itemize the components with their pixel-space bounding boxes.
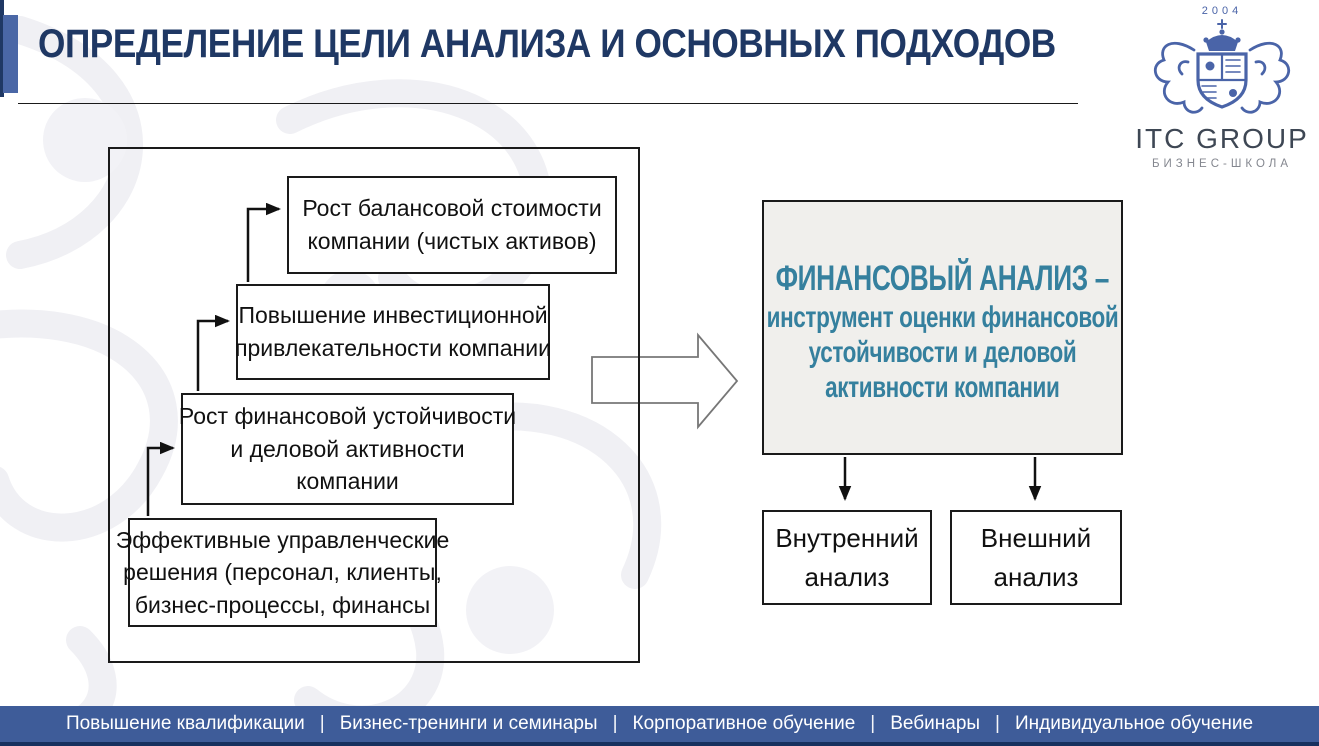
goal-box-investment-appeal: Повышение инвестиционной привлекательнос… xyxy=(235,284,551,380)
analysis-box-line: анализ xyxy=(993,561,1079,592)
definition-line: инструмент оценки финансовой xyxy=(766,301,1119,334)
goal-box-management-decisions: Эффективные управленческие решения (перс… xyxy=(116,518,449,627)
definition-line: устойчивости и деловой xyxy=(808,336,1077,370)
footer-separator: | xyxy=(612,713,618,734)
footer-item-individual: Индивидуальное обучение xyxy=(1014,713,1254,734)
analysis-box-line: анализ xyxy=(804,561,890,592)
left-edge-strip xyxy=(0,0,4,97)
goal-box-line: Повышение инвестиционной xyxy=(238,302,548,329)
analysis-box-line: Внутренний xyxy=(775,522,919,553)
goal-box-line: привлекательности компании xyxy=(235,335,551,361)
goal-box-line: Рост балансовой стоимости xyxy=(302,195,602,222)
slide-title: ОПРЕДЕЛЕНИЕ ЦЕЛИ АНАЛИЗА И ОСНОВНЫХ ПОДХ… xyxy=(38,22,1056,66)
title-underline xyxy=(18,103,1078,104)
footer-separator: | xyxy=(995,713,1000,734)
goal-box-line: Эффективные управленческие xyxy=(115,526,450,553)
footer-bottom-strip xyxy=(0,742,1319,746)
itc-logo: 2004 xyxy=(1128,2,1316,170)
analysis-box-line: Внешний xyxy=(980,522,1092,553)
footer-item-corporate: Корпоративное обучение xyxy=(632,713,856,734)
goal-box-line: и деловой активности xyxy=(230,435,465,462)
footer-separator: | xyxy=(870,713,876,734)
goal-box-line: бизнес-процессы, финансы xyxy=(134,591,431,618)
logo-year: 2004 xyxy=(1202,5,1242,17)
goal-box-line: Рост финансовой устойчивости xyxy=(178,403,517,430)
external-analysis-box: Внешний анализ xyxy=(950,510,1122,605)
title-accent-bar xyxy=(3,15,18,93)
definition-line: активности компании xyxy=(825,371,1060,405)
internal-analysis-box: Внутренний анализ xyxy=(762,510,932,605)
footer-item-trainings: Бизнес-тренинги и семинары xyxy=(339,713,598,734)
financial-analysis-definition-box: ФИНАНСОВЫЙ АНАЛИЗ – инструмент оценки фи… xyxy=(762,200,1123,455)
itc-crest-icon: 2004 xyxy=(1154,5,1290,114)
goal-box-line: решения (персонал, клиенты, xyxy=(123,559,442,586)
goal-box-line: компании (чистых активов) xyxy=(307,228,597,254)
goal-box-financial-stability: Рост финансовой устойчивости и деловой а… xyxy=(178,393,517,505)
goal-box-line: компании xyxy=(296,468,399,495)
definition-heading: ФИНАНСОВЫЙ АНАЛИЗ – xyxy=(775,259,1110,298)
footer-item-qualification: Повышение квалификации xyxy=(65,713,305,734)
logo-tagline: БИЗНЕС-ШКОЛА xyxy=(1151,158,1292,170)
footer-item-webinars: Вебинары xyxy=(890,713,981,734)
footer-bar: Повышение квалификации | Бизнес-тренинги… xyxy=(0,706,1319,742)
footer-separator: | xyxy=(319,713,325,734)
logo-company-name: ITC GROUP xyxy=(1135,123,1309,154)
goal-box-book-value: Рост балансовой стоимости компании (чист… xyxy=(287,176,617,274)
